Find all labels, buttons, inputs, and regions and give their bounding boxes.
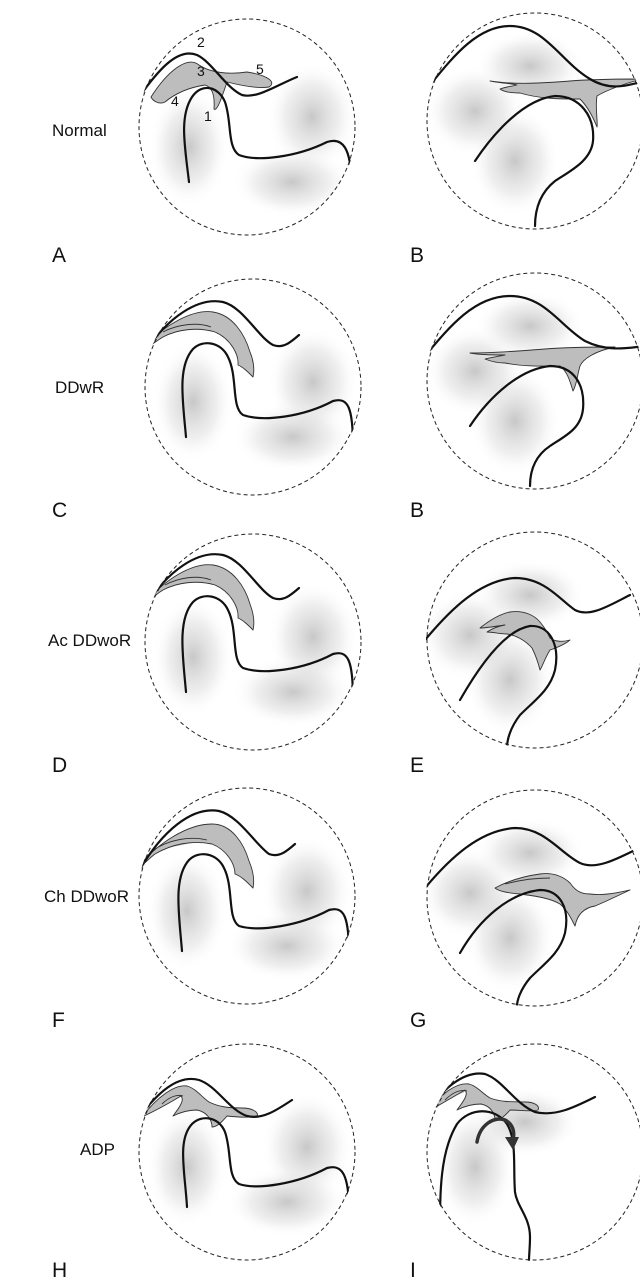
panel-letter-a: A (52, 244, 66, 267)
structure-number-2: 2 (197, 34, 205, 50)
structure-number-1: 1 (204, 108, 212, 124)
panel-letter-i: I (410, 1259, 416, 1281)
panel-letter-f: F (52, 1009, 65, 1032)
structure-number-5: 5 (256, 61, 264, 77)
panel-h (139, 1044, 355, 1262)
panel-b-top (425, 13, 640, 229)
panel-letter-d: D (52, 754, 67, 777)
row-label-normal: Normal (52, 121, 107, 140)
panel-letter-e: E (410, 754, 424, 777)
panel-c (143, 279, 361, 497)
panel-i (425, 1044, 640, 1260)
row-label-adp: ADP (80, 1140, 115, 1159)
panel-letter-b-second: B (410, 499, 424, 522)
row-label-ac-ddwor: Ac DDwoR (48, 631, 131, 650)
panel-e (420, 532, 640, 748)
panel-letter-h: H (52, 1259, 67, 1281)
row-label-ddwr: DDwR (55, 378, 104, 397)
panel-letter-c: C (52, 499, 67, 522)
panel-letter-g: G (410, 1009, 426, 1032)
structure-number-4: 4 (171, 93, 179, 109)
panel-a: 2 3 5 4 1 (139, 19, 357, 237)
panel-b-second (425, 273, 640, 489)
panel-g (420, 790, 640, 1006)
structure-number-3: 3 (197, 63, 205, 79)
panel-letter-b: B (410, 244, 424, 267)
row-label-ch-ddwor: Ch DDwoR (44, 887, 129, 906)
panel-f (139, 788, 355, 1006)
panel-d (145, 534, 361, 752)
